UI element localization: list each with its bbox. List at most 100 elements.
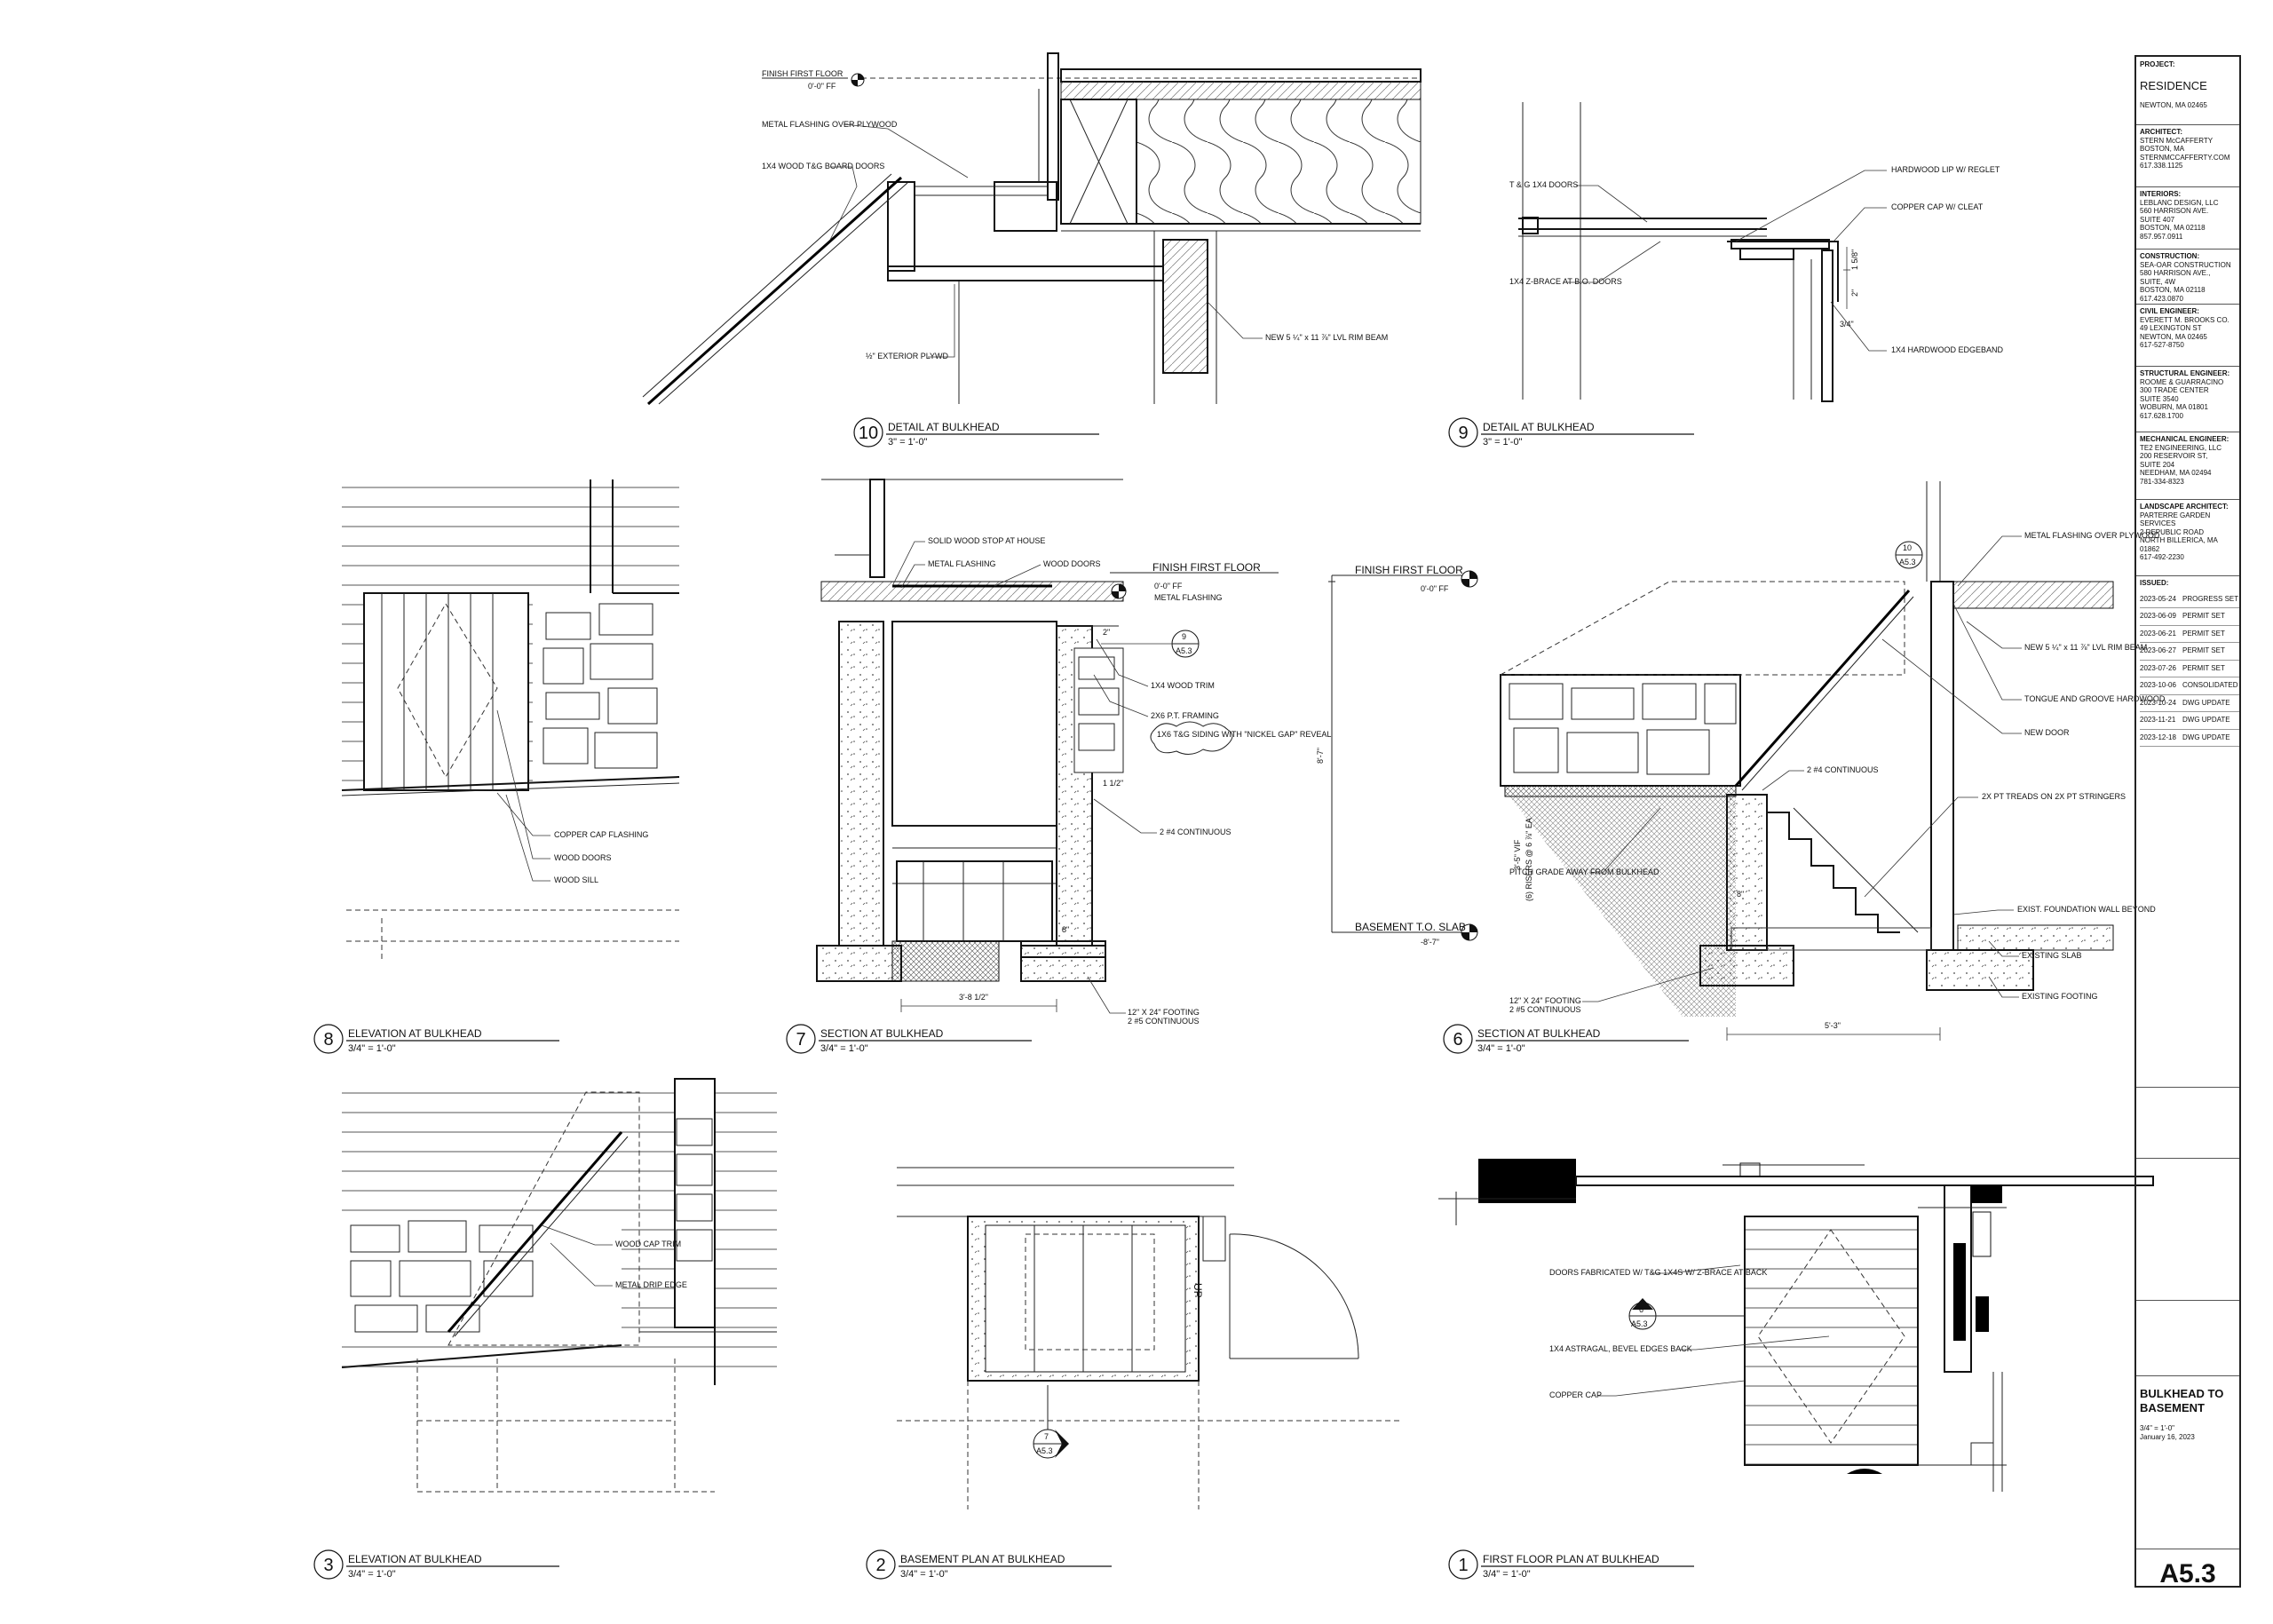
d7-siding: 1X6 T&G SIDING WITH "NICKEL GAP" REVEAL [1157,730,1331,739]
issue-description: PROGRESS SET [2182,594,2239,603]
issue-description: PERMIT SET [2182,629,2225,638]
d6-height: 8'-7" [1316,748,1325,764]
detail-number: 2 [875,1556,885,1575]
d6-ffloor: FINISH FIRST FLOOR [1355,564,1463,576]
consultant-line: BOSTON, MA 02118 [2140,224,2206,232]
issue-date: 2023-07-26 [2140,663,2176,672]
d6-pitch: PITCH GRADE AWAY FROM BULKHEAD [1509,867,1659,876]
sheet-date: January 16, 2023 [2140,1433,2195,1441]
d7-footing2: 2 #5 CONTINUOUS [1128,1017,1200,1026]
detail-number: 7 [796,1030,805,1050]
consultant-line: 200 RESERVOIR ST, [2140,452,2208,460]
d9-edge: 1X4 HARDWOOD EDGEBAND [1891,345,2004,354]
d2-up-label: UP [1192,1283,1204,1298]
title-block: PROJECT: RESIDENCE NEWTON, MA 02465 ARCH… [2134,55,2241,1588]
consultant-line: SUITE 3540 [2140,394,2179,403]
detail-scale: 3/4" = 1'-0" [900,1569,948,1580]
detail-title: DETAIL AT BULKHEAD [1483,421,1595,433]
detail-number: 1 [1458,1556,1468,1575]
d7-flash2: METAL FLASHING [1154,593,1223,602]
d6-dim-8: 8" [1737,890,1744,899]
detail-number: 10 [859,424,878,443]
consultant-role: LANDSCAPE ARCHITECT: [2140,503,2229,511]
d6-risers: (6) RISERS @ 6 ⅞" EA [1525,818,1533,901]
d6-tongue: TONGUE AND GROOVE HARDWOOD [2024,694,2166,703]
d9-dim-1: 1 5/8" [1850,250,1859,270]
issue-date: 2023-06-27 [2140,646,2176,654]
d7-cont: 2 #4 CONTINUOUS [1160,828,1232,836]
d7-trim: 1X4 WOOD TRIM [1151,681,1215,690]
consultant-role: ARCHITECT: [2140,128,2182,136]
detail-number: 3 [323,1556,333,1575]
d10-ff: 0'-0" FF [808,82,836,91]
consultant-line: NORTH BILLERICA, MA [2140,536,2218,544]
consultant-line: 781-334-8323 [2140,477,2184,486]
issue-date: 2023-06-21 [2140,629,2176,638]
d9-doors: T & G 1X4 DOORS [1509,180,1578,189]
d1-cap: COPPER CAP [1549,1390,1602,1399]
d2-tag-sheet: A5.3 [1036,1446,1053,1455]
detail-title: ELEVATION AT BULKHEAD [348,1027,482,1040]
detail-title: DETAIL AT BULKHEAD [888,421,1000,433]
consultant-line: BOSTON, MA [2140,145,2185,153]
consultant-role: MECHANICAL ENGINEER: [2140,435,2229,443]
d8-cap: COPPER CAP FLASHING [554,830,648,839]
d1-tag-num: 6 [1639,1305,1643,1314]
consultant-role: CONSTRUCTION: [2140,252,2200,260]
d9-dim-2: 2" [1850,289,1859,297]
d7-ff: 0'-0" FF [1154,582,1183,590]
issue-date: 2023-12-18 [2140,733,2176,741]
sheet-number: A5.3 [2159,1559,2216,1588]
sheet-scale-date: 3/4" = 1'-0" January 16, 2023 [2140,1424,2195,1442]
d6-tag-sheet: A5.3 [1899,558,1916,566]
consultant-line: LEBLANC DESIGN, LLC [2140,198,2219,207]
d7-stop: SOLID WOOD STOP AT HOUSE [928,536,1045,545]
detail-8-drawing: COPPER CAP FLASHING WOOD DOORS WOOD SILL [341,479,680,959]
d8-doors: WOOD DOORS [554,853,612,862]
consultant-line: 617.628.1700 [2140,411,2183,420]
detail-title: SECTION AT BULKHEAD [820,1027,944,1040]
d7-dim-2: 2" [1103,628,1110,637]
d7-framing: 2X6 P.T. FRAMING [1151,711,1219,720]
d9-zbrace: 1X4 Z-BRACE AT B.O. DOORS [1509,277,1622,286]
d10-lvl: NEW 5 ¼" x 11 ⅞" LVL RIM BEAM [1265,333,1388,342]
consultant-line: SERVICES [2140,519,2176,527]
d6-exslab: EXISTING SLAB [2022,951,2082,960]
d1-doors: DOORS FABRICATED W/ T&G 1X4S W/ Z-BRACE … [1549,1268,1767,1277]
d7-flash: METAL FLASHING [928,559,996,568]
detail-1-drawing: DOORS FABRICATED W/ T&G 1X4S W/ Z-BRACE … [1438,1159,2154,1492]
issue-description: DWG UPDATE [2182,733,2230,741]
consultant-block: CIVIL ENGINEER:EVERETT M. BROOKS CO.49 L… [2140,307,2239,350]
consultant-line: 857.957.0911 [2140,232,2183,241]
d9-dim-3: 3/4" [1840,320,1854,329]
d6-treads: 2X PT TREADS ON 2X PT STRINGERS [1982,792,2126,801]
d9-cap: COPPER CAP W/ CLEAT [1891,202,1984,211]
issue-date: 2023-05-24 [2140,594,2176,603]
consultant-line: NEWTON, MA 02465 [2140,332,2207,341]
sheet-title: BULKHEAD TO BASEMENT [2140,1387,2224,1414]
project-location: NEWTON, MA 02465 [2140,100,2207,109]
d1-astragal: 1X4 ASTRAGAL, BEVEL EDGES BACK [1549,1344,1692,1353]
consultant-line: 580 HARRISON AVE., [2140,269,2211,277]
detail-number: 8 [323,1030,333,1050]
detail-2-drawing: UP 7 A5.3 [897,1167,1403,1509]
detail-title: BASEMENT PLAN AT BULKHEAD [900,1553,1065,1565]
detail-title: SECTION AT BULKHEAD [1477,1027,1601,1040]
consultant-line: SUITE 204 [2140,460,2175,469]
d10-ffloor: FINISH FIRST FLOOR [762,69,843,78]
consultant-block: MECHANICAL ENGINEER:TE2 ENGINEERING, LLC… [2140,435,2239,486]
issue-date: 2023-06-09 [2140,612,2176,620]
d6-dim-width: 5'-3" [1825,1021,1841,1030]
detail-6-drawing: FINISH FIRST FLOOR 0'-0" FF 8'-7" BASEME… [1316,481,2166,1041]
d7-dim-112: 1 1/2" [1103,779,1123,788]
consultant-line: 617-527-8750 [2140,341,2184,349]
